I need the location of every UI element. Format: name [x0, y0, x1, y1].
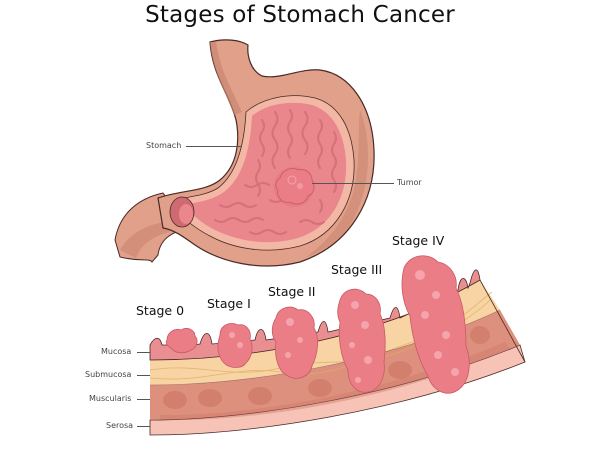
tumor-leader-line: [312, 183, 394, 184]
serosa-leader-line: [137, 426, 150, 427]
stage-3-label: Stage III: [331, 262, 383, 277]
tissue-cross-section: [149, 255, 526, 436]
tumor-stage-4: [401, 255, 470, 394]
tumor-stage-0: [165, 328, 198, 354]
tumor-stage-1: [217, 323, 253, 368]
layer-label-serosa: Serosa: [106, 421, 134, 430]
layer-label-muscularis: Muscularis: [89, 394, 132, 403]
layer-label-submucosa: Submucosa: [85, 370, 132, 379]
stage-4-label: Stage IV: [392, 233, 445, 248]
stomach-organ: [114, 39, 375, 267]
stomach-label: Stomach: [146, 141, 182, 150]
mucosa-leader-line: [137, 352, 150, 353]
stage-1-label: Stage I: [207, 296, 251, 311]
stage-0-label: Stage 0: [136, 303, 185, 318]
diagram-title: Stages of Stomach Cancer: [145, 2, 455, 28]
tumor-stage-2: [271, 306, 318, 379]
layer-label-mucosa: Mucosa: [101, 347, 132, 356]
tumor-stage-3: [337, 288, 386, 393]
muscularis-leader-line: [137, 399, 150, 400]
submucosa-leader-line: [137, 375, 150, 376]
stage-2-label: Stage II: [268, 284, 316, 299]
stomach-leader-line: [186, 146, 242, 147]
tumor-label: Tumor: [397, 178, 422, 187]
